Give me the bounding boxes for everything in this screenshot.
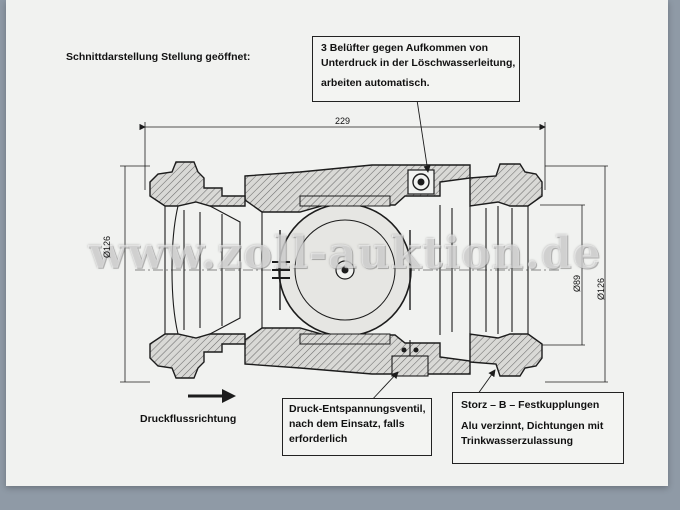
flow-direction-label: Druckflussrichtung (140, 413, 237, 425)
aerator-valve (407, 169, 435, 195)
storz-callout-line1: Storz – B – Festkupplungen (461, 399, 600, 411)
right-diameter-dimensions (540, 165, 608, 383)
storz-callout-line2: Alu verzinnt, Dichtungen mit (461, 420, 604, 432)
relief-valve-callout-line3: erforderlich (289, 433, 348, 445)
pressure-relief-valve (391, 340, 429, 377)
ball-valve (272, 195, 412, 345)
aerator-callout-line3: arbeiten automatisch. (321, 77, 430, 89)
relief-valve-callout-line1: Druck-Entspannungsventil, (289, 403, 426, 415)
drawing-title: Schnittdarstellung Stellung geöffnet: (66, 51, 251, 63)
relief-valve-callout-line2: nach dem Einsatz, falls (289, 418, 405, 430)
flow-arrow (188, 389, 236, 403)
length-label: 229 (335, 116, 351, 126)
right-inner-diameter-label: Ø89 (572, 274, 582, 292)
relief-valve-callout: Druck-Entspannungsventil, nach dem Einsa… (282, 398, 432, 456)
right-outer-diameter-label: Ø126 (596, 277, 606, 300)
storz-coupling-callout: Storz – B – Festkupplungen Alu verzinnt,… (452, 392, 624, 464)
inner-bores (164, 205, 529, 335)
aerator-callout: 3 Belüfter gegen Aufkommen von Unterdruc… (312, 36, 520, 102)
storz-callout-line3: Trinkwasserzulassung (461, 435, 574, 447)
left-diameter-label: Ø126 (102, 235, 112, 258)
length-dimension (139, 122, 546, 190)
aerator-callout-line1: 3 Belüfter gegen Aufkommen von (321, 42, 489, 54)
watermark: www.zoll-auktion.de (88, 228, 602, 279)
left-diameter-dimension (120, 165, 150, 383)
aerator-callout-line2: Unterdruck in der Löschwasserleitung, (321, 57, 516, 69)
